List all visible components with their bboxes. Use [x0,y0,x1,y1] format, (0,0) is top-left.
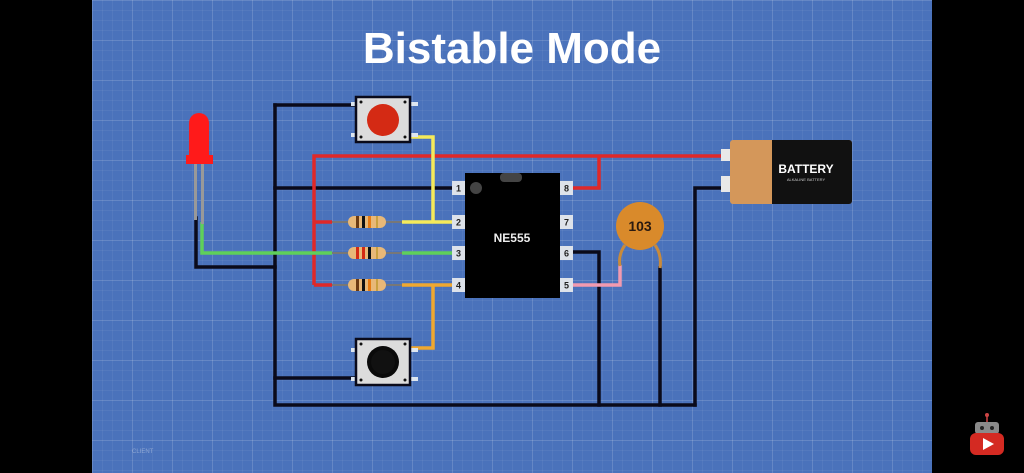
pin-4: 4 [456,281,461,291]
pin-1: 1 [456,184,461,194]
resistor-1 [348,216,386,228]
resistor-2 [348,247,386,259]
page-title: Bistable Mode [363,24,661,73]
circuit-canvas: Bistable Mode [92,0,932,473]
push-button-top[interactable] [351,95,418,144]
circuit-diagram: Bistable Mode [132,24,852,455]
capacitor-label: 103 [628,218,652,234]
wire-black-pin6 [558,250,601,407]
pin-2: 2 [456,218,461,228]
wire-pink-pin5 [560,265,622,287]
pin-8: 8 [564,184,569,194]
wire-red-vcc [312,154,730,285]
pins-left: 1 2 3 4 [452,181,465,292]
battery-label: BATTERY [778,162,833,176]
wire-black-led [194,216,277,269]
wire-black-battery [693,186,726,407]
pin-7: 7 [564,218,569,228]
chip-label: NE555 [494,231,531,245]
resistor-3 [348,279,386,291]
youtube-robot-icon[interactable] [967,412,1007,458]
credit-text: CLIENT [132,449,154,455]
wire-yellow-button [410,135,435,222]
pin-3: 3 [456,249,461,259]
battery-9v: BATTERY ALKALINE BATTERY [721,140,852,204]
wire-orange-button [410,285,435,350]
pins-right: 8 7 6 5 [560,181,573,292]
ceramic-capacitor: 103 [616,202,664,269]
battery-sublabel: ALKALINE BATTERY [787,177,826,182]
pin-6: 6 [564,249,569,259]
ne555-chip: NE555 1 2 3 4 8 7 6 5 [452,173,573,298]
pin-5: 5 [564,281,569,291]
push-button-bottom[interactable] [351,337,418,387]
wire-black-left-rail [273,103,697,407]
led [186,113,213,224]
wire-green-led [200,222,332,255]
